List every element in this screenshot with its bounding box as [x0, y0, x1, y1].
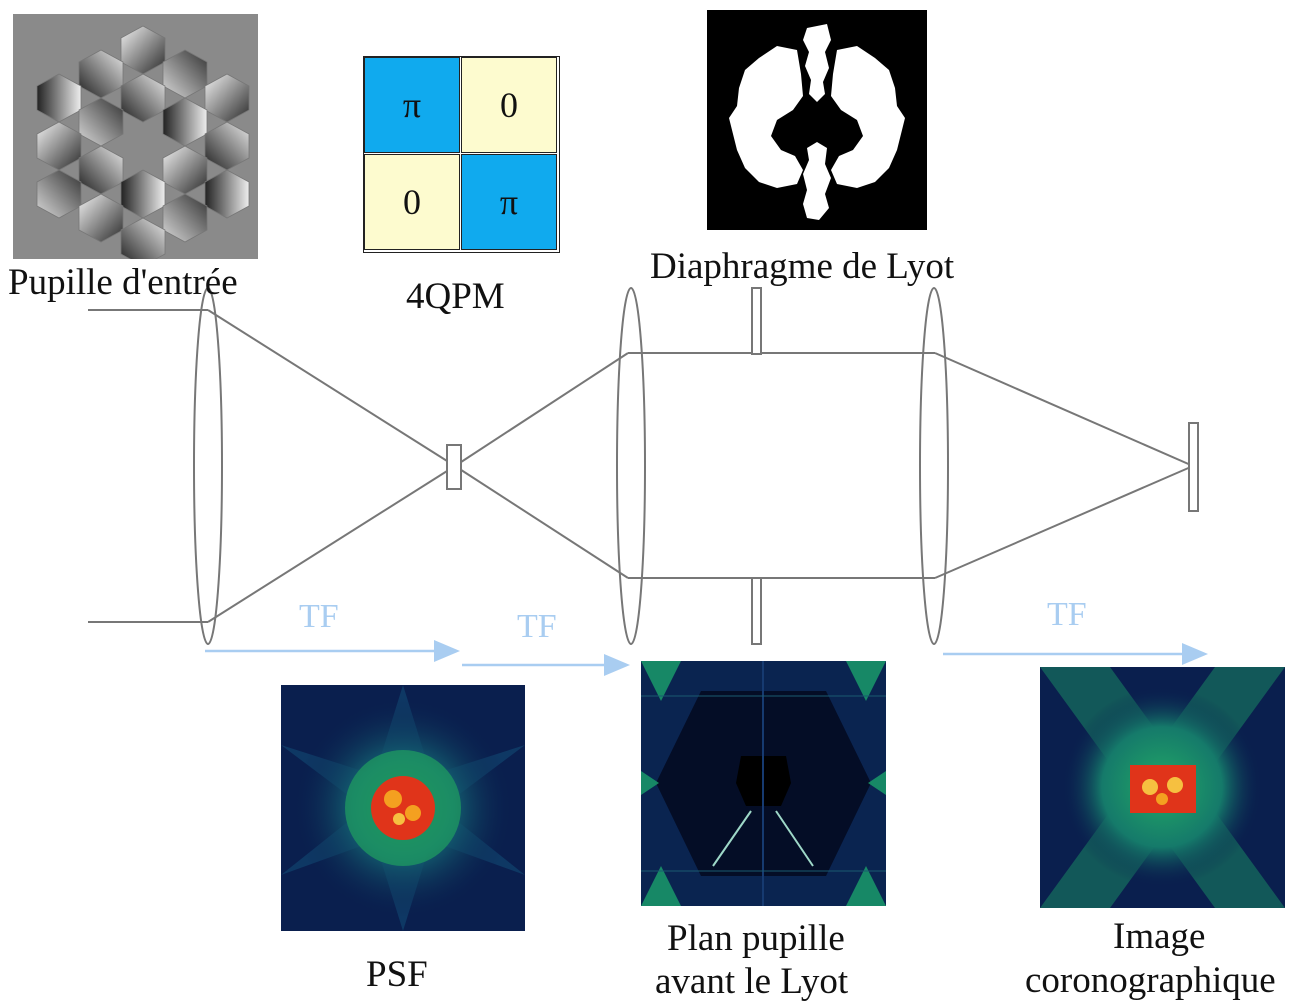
- entrance-pupil-image: [13, 14, 258, 259]
- pupil-segment: [120, 169, 166, 219]
- pupil-segment: [204, 121, 250, 171]
- quadrant-top-left: π: [364, 57, 460, 153]
- ray-converge-top: [207, 309, 456, 467]
- mask-label: 4QPM: [406, 276, 505, 317]
- tf-label-3: TF: [1047, 596, 1087, 633]
- lyot-stop-label: Diaphragme de Lyot: [650, 246, 955, 287]
- ray-final-top: [934, 352, 1194, 467]
- pupil-segment: [120, 217, 166, 259]
- lyot-stop-upper: [751, 287, 762, 355]
- ray-diverge-bottom: [454, 465, 629, 579]
- pupil-segment: [78, 97, 124, 147]
- psf-image: [281, 685, 525, 931]
- tf-label-1: TF: [299, 598, 339, 635]
- four-quadrant-mask: π 0 0 π: [363, 56, 560, 253]
- focal-plane-mask: [446, 444, 462, 490]
- tf-arrow-2-head: [604, 654, 630, 676]
- ray-converge-bottom: [207, 465, 456, 623]
- pupil-segment: [204, 169, 250, 219]
- pupil-segment: [120, 73, 166, 123]
- pupil-segment: [162, 49, 208, 99]
- lens-2: [616, 287, 646, 645]
- tf-arrow-1-head: [434, 640, 460, 662]
- pupil-segment: [36, 121, 82, 171]
- lens-3: [919, 287, 949, 645]
- pupil-segment: [78, 193, 124, 243]
- pupil-plane-image: [641, 661, 886, 906]
- pupil-segment: [120, 25, 166, 75]
- pupil-segment: [36, 169, 82, 219]
- pupil-segment: [78, 49, 124, 99]
- lyot-stop-image: [707, 10, 927, 230]
- ray-final-bottom: [934, 465, 1194, 579]
- pupil-plane-label-line2: avant le Lyot: [655, 961, 849, 1002]
- pupil-segment: [162, 193, 208, 243]
- pupil-segment: [204, 73, 250, 123]
- entrance-pupil-label: Pupille d'entrée: [8, 262, 238, 303]
- lyot-stop-lower: [751, 577, 762, 645]
- pupil-segment: [78, 145, 124, 195]
- pupil-segment: [36, 73, 82, 123]
- pupil-plane-label-line1: Plan pupille: [667, 918, 845, 959]
- quadrant-bottom-left: 0: [364, 154, 460, 250]
- ray-diverge-top: [454, 352, 629, 467]
- detector: [1188, 422, 1199, 512]
- pupil-segment: [162, 97, 208, 147]
- coronagraphic-label-line1: Image: [1113, 916, 1206, 957]
- coronagraphic-image: [1040, 667, 1285, 908]
- quadrant-bottom-right: π: [461, 154, 557, 250]
- coronagraphic-label-line2: coronographique: [1025, 960, 1276, 1001]
- lens-1: [193, 287, 223, 645]
- tf-label-2: TF: [517, 608, 557, 645]
- tf-arrow-3-head: [1182, 643, 1208, 665]
- quadrant-top-right: 0: [461, 57, 557, 153]
- pupil-segment: [162, 145, 208, 195]
- psf-label: PSF: [366, 954, 428, 995]
